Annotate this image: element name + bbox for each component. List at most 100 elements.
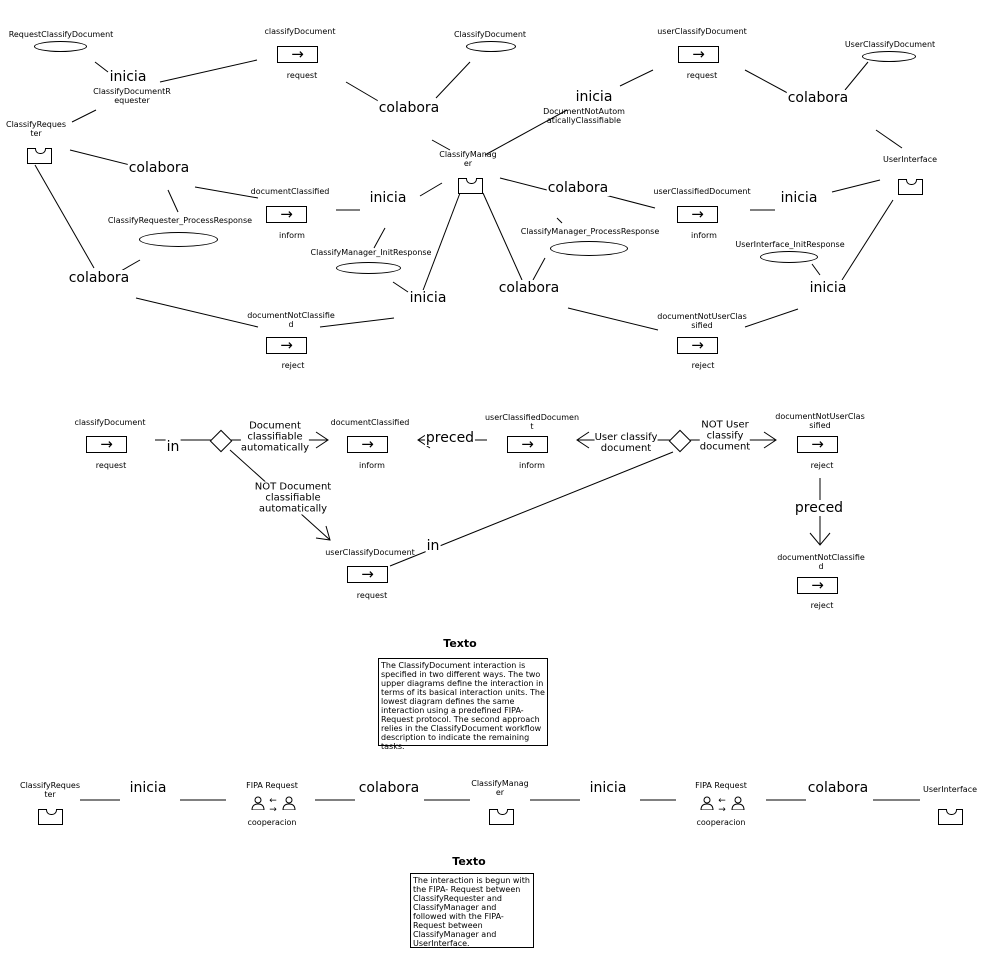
- goal-classify-document[interactable]: [277, 44, 318, 64]
- relation-in: in: [425, 538, 441, 554]
- task-label-classify-manager-init-response: ClassifyManager_InitResponse: [310, 248, 432, 257]
- goal-document-not-user-classified[interactable]: [677, 335, 718, 355]
- goal-user-classified-document[interactable]: [507, 434, 548, 454]
- task-label-user-interface-init-response: UserInterface_InitResponse: [735, 240, 845, 249]
- goal-type-inform: inform: [279, 231, 305, 240]
- goal-label-classify-document: classifyDocument: [74, 418, 146, 427]
- goal-type-request: request: [356, 591, 388, 600]
- goal-type-inform: inform: [691, 231, 717, 240]
- goal-label-document-not-classified: documentNotClassifie d: [777, 553, 865, 571]
- task-label-classify-manager-process-response: ClassifyManager_ProcessResponse: [520, 227, 660, 236]
- condition-user-classify-document: User classify document: [594, 432, 658, 454]
- role-label-classify-requester: ClassifyReques ter: [5, 120, 67, 138]
- relation-inicia: inicia: [588, 780, 628, 796]
- role-classify-requester[interactable]: [27, 148, 52, 164]
- role-label-user-interface: UserInterface: [922, 785, 978, 794]
- condition-not-user-classify-document: NOT User classify document: [699, 419, 751, 453]
- task-label-user-classify-document: UserClassifyDocument: [844, 40, 936, 49]
- goal-type-reject: reject: [810, 601, 834, 610]
- goal-type-reject: reject: [281, 361, 305, 370]
- goal-label-user-classified-document: userClassifiedDocument: [653, 187, 751, 196]
- goal-label-user-classified-document: userClassifiedDocumen t: [484, 413, 580, 431]
- protocol-type-cooperacion: cooperacion: [696, 818, 746, 827]
- relation-preced: preced: [424, 430, 476, 446]
- role-user-interface[interactable]: [898, 179, 923, 195]
- relation-preced: preced: [793, 500, 845, 516]
- condition-not-document-classifiable: NOT Document classifiable automatically: [254, 481, 332, 515]
- protocol-label-fipa-request: FIPA Request: [695, 781, 747, 790]
- role-classify-manager[interactable]: [489, 809, 514, 825]
- task-classify-manager-init-response[interactable]: [336, 262, 401, 274]
- goal-type-request: request: [286, 71, 318, 80]
- role-label-classify-manager: ClassifyManag er: [439, 150, 497, 168]
- relation-inicia: inicia: [779, 190, 819, 206]
- protocol-label-fipa-request: FIPA Request: [246, 781, 298, 790]
- relation-colabora: colabora: [127, 160, 191, 176]
- relation-inicia: inicia: [808, 280, 848, 296]
- relation-inicia: inicia: [128, 780, 168, 796]
- exchange-arrows-icon: ←→: [718, 796, 726, 815]
- goal-document-classified[interactable]: [266, 204, 307, 224]
- goal-document-not-classified[interactable]: [797, 575, 838, 595]
- role-classify-manager[interactable]: [458, 178, 483, 194]
- goal-document-not-user-classified[interactable]: [797, 434, 838, 454]
- task-label-classify-requester-process-response: ClassifyRequester_ProcessResponse: [107, 216, 253, 225]
- goal-document-not-classified[interactable]: [266, 335, 307, 355]
- relation-in: in: [165, 439, 181, 455]
- relation-inicia: inicia: [574, 89, 614, 105]
- condition-document-classifiable: Document classifiable automatically: [240, 420, 310, 454]
- text-note-box: The interaction is begun with the FIPA- …: [410, 873, 534, 948]
- task-user-classify-document[interactable]: [862, 51, 916, 62]
- role-user-interface[interactable]: [938, 809, 963, 825]
- goal-label-document-not-user-classified: documentNotUserClas sified: [657, 312, 747, 330]
- person-icon: [700, 796, 714, 810]
- relation-inicia: inicia: [408, 290, 448, 306]
- task-classify-requester-process-response[interactable]: [139, 232, 218, 247]
- relation-inicia: inicia: [108, 69, 148, 85]
- text-note-heading: Texto: [443, 637, 477, 650]
- goal-type-inform: inform: [519, 461, 545, 470]
- fact-classify-document-requester: ClassifyDocumentR equester: [93, 87, 171, 105]
- relation-inicia: inicia: [368, 190, 408, 206]
- goal-user-classify-document[interactable]: [678, 44, 719, 64]
- goal-label-user-classify-document: userClassifyDocument: [657, 27, 747, 36]
- relation-colabora: colabora: [497, 280, 561, 296]
- task-classify-manager-process-response[interactable]: [550, 241, 628, 256]
- goal-type-reject: reject: [691, 361, 715, 370]
- task-request-classify-document[interactable]: [34, 41, 87, 52]
- role-label-classify-manager: ClassifyManag er: [471, 779, 529, 797]
- goal-label-user-classify-document: userClassifyDocument: [325, 548, 415, 557]
- text-note-box: The ClassifyDocument interaction is spec…: [378, 658, 548, 751]
- goal-label-document-classified: documentClassified: [330, 418, 410, 427]
- goal-type-request: request: [686, 71, 718, 80]
- person-icon: [282, 796, 296, 810]
- goal-label-classify-document: classifyDocument: [264, 27, 336, 36]
- relation-colabora: colabora: [786, 90, 850, 106]
- task-user-interface-init-response[interactable]: [760, 251, 818, 263]
- goal-type-request: request: [95, 461, 127, 470]
- task-label-request-classify-document: RequestClassifyDocument: [8, 30, 114, 39]
- goal-user-classified-document[interactable]: [677, 204, 718, 224]
- relation-colabora: colabora: [357, 780, 421, 796]
- goal-type-inform: inform: [359, 461, 385, 470]
- relation-colabora: colabora: [806, 780, 870, 796]
- relation-colabora: colabora: [67, 270, 131, 286]
- role-label-classify-requester: ClassifyReques ter: [19, 781, 81, 799]
- goal-label-document-not-classified: documentNotClassifie d: [247, 311, 335, 329]
- task-classify-document[interactable]: [466, 41, 516, 52]
- protocol-type-cooperacion: cooperacion: [247, 818, 297, 827]
- relation-colabora: colabora: [546, 180, 610, 196]
- task-label-classify-document: ClassifyDocument: [453, 30, 527, 39]
- text-note-heading: Texto: [452, 855, 486, 868]
- goal-user-classify-document[interactable]: [347, 564, 388, 584]
- person-icon: [731, 796, 745, 810]
- goal-type-reject: reject: [810, 461, 834, 470]
- relation-colabora: colabora: [377, 100, 441, 116]
- goal-label-document-classified: documentClassified: [250, 187, 330, 196]
- role-classify-requester[interactable]: [38, 809, 63, 825]
- goal-classify-document[interactable]: [86, 434, 127, 454]
- exchange-arrows-icon: ←→: [269, 796, 277, 815]
- goal-document-classified[interactable]: [347, 434, 388, 454]
- role-label-user-interface: UserInterface: [882, 155, 938, 164]
